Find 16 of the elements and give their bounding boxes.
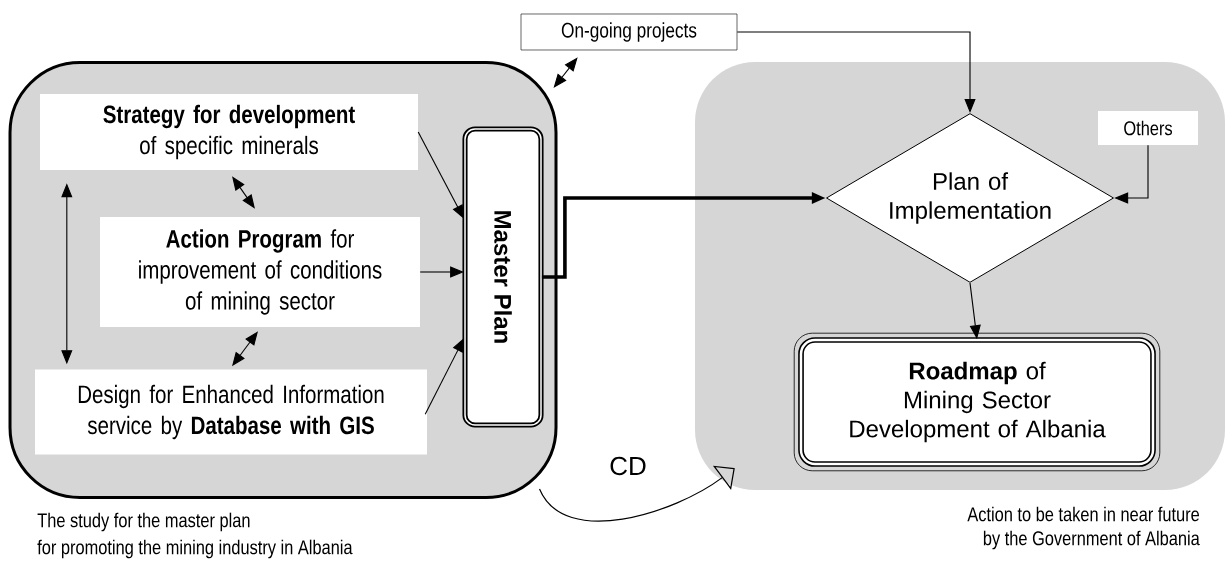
label-box: On-going projects bbox=[520, 13, 738, 51]
node-label: by the Government of Albania bbox=[983, 530, 1200, 550]
text-box: Action Program for improvement of conditions of mining sector bbox=[100, 217, 420, 327]
arrow bbox=[736, 31, 976, 113]
text-box: Design for Enhanced Information service by Database with GIS bbox=[35, 369, 427, 455]
arrow bbox=[232, 176, 255, 209]
node-label: The study for the master plan bbox=[37, 512, 250, 532]
text-box: Strategy for development of specific minerals bbox=[40, 94, 418, 170]
master-plan-box: Master Plan bbox=[462, 126, 544, 428]
node-label: Action to be taken in near future bbox=[967, 506, 1200, 522]
roadmap-box: Roadmap of Mining Sector Development of Albania bbox=[793, 332, 1161, 472]
curved-arrow bbox=[538, 465, 735, 522]
text-box: Others bbox=[1098, 111, 1198, 145]
arrow bbox=[553, 57, 578, 88]
node-label: for promoting the mining industry in Albania bbox=[37, 539, 353, 559]
edge-label: CD bbox=[607, 454, 649, 478]
